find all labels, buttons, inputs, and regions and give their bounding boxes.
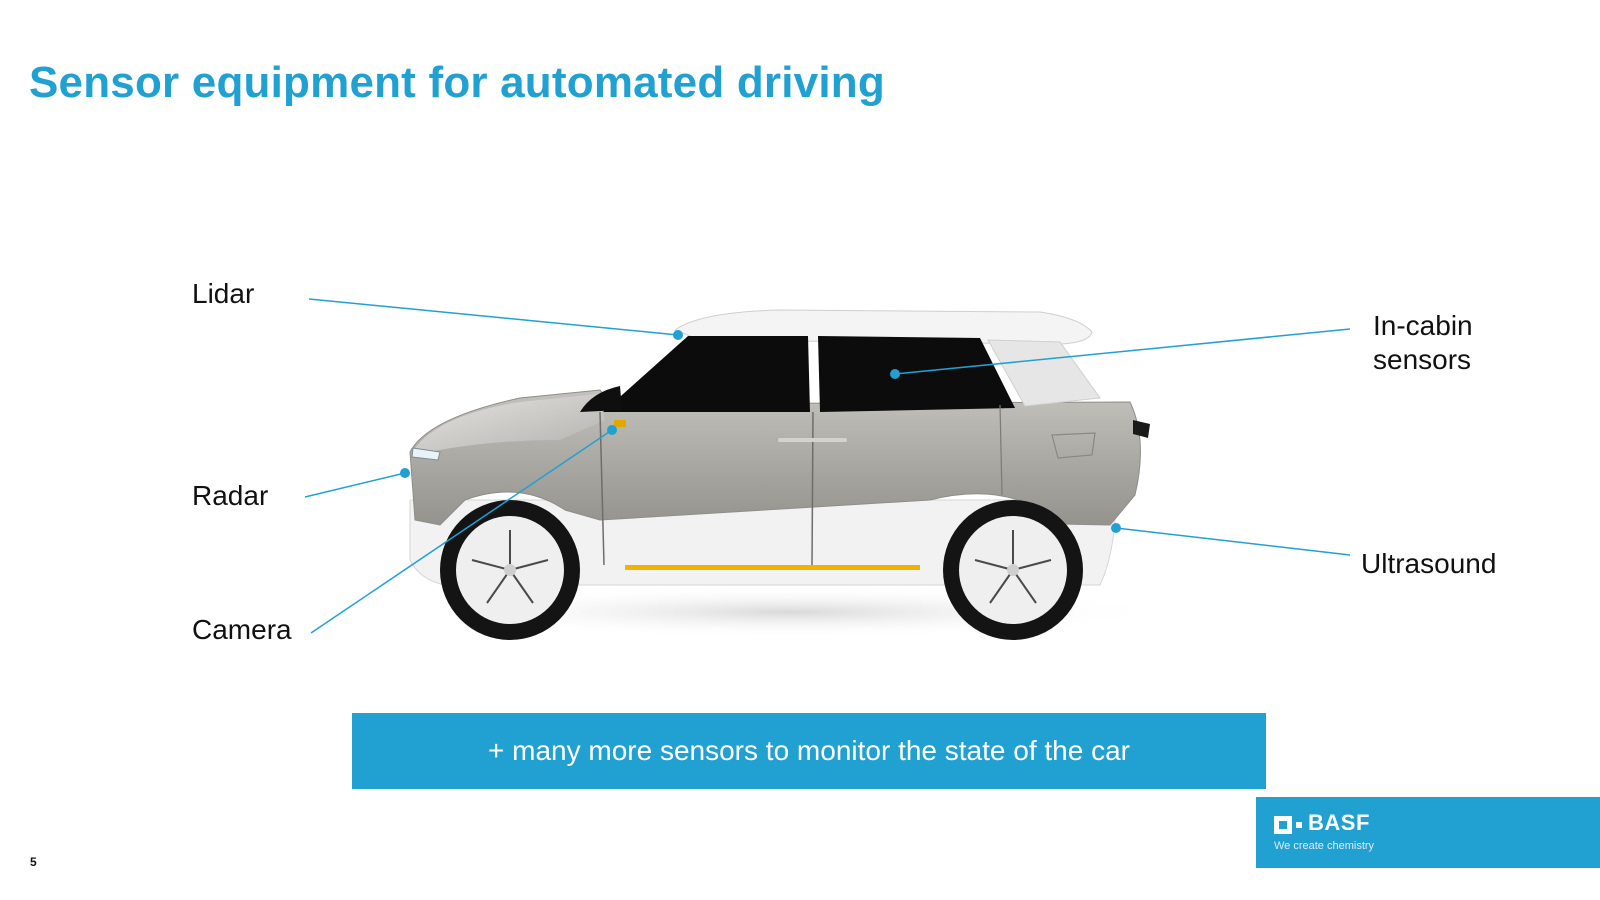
label-ultrasound: Ultrasound (1361, 548, 1497, 579)
label-in-cabin-line2: sensors (1373, 344, 1472, 375)
banner-text: + many more sensors to monitor the state… (488, 735, 1130, 766)
info-banner: + many more sensors to monitor the state… (352, 713, 1266, 789)
logo-name: BASF (1308, 810, 1370, 835)
page-number: 5 (30, 855, 37, 869)
callout-ultrasound (1111, 523, 1351, 556)
front-wheel (440, 500, 580, 640)
rear-wheel (943, 500, 1083, 640)
basf-logo: BASF We create chemistry (1256, 797, 1600, 868)
label-lidar: Lidar (192, 278, 255, 309)
callout-radar (304, 468, 410, 498)
callout-lidar (308, 298, 683, 340)
basf-logo-mark-icon (1274, 816, 1302, 834)
label-camera: Camera (192, 614, 292, 645)
callout-in-cabin (890, 328, 1351, 379)
car-illustration (409, 309, 1170, 640)
logo-tagline: We create chemistry (1274, 840, 1375, 852)
page-title: Sensor equipment for automated driving (29, 58, 885, 107)
label-in-cabin-sensors: In-cabin sensors (1373, 309, 1473, 377)
label-in-cabin-line1: In-cabin (1373, 310, 1473, 341)
callout-camera (310, 425, 617, 634)
label-radar: Radar (192, 480, 269, 511)
